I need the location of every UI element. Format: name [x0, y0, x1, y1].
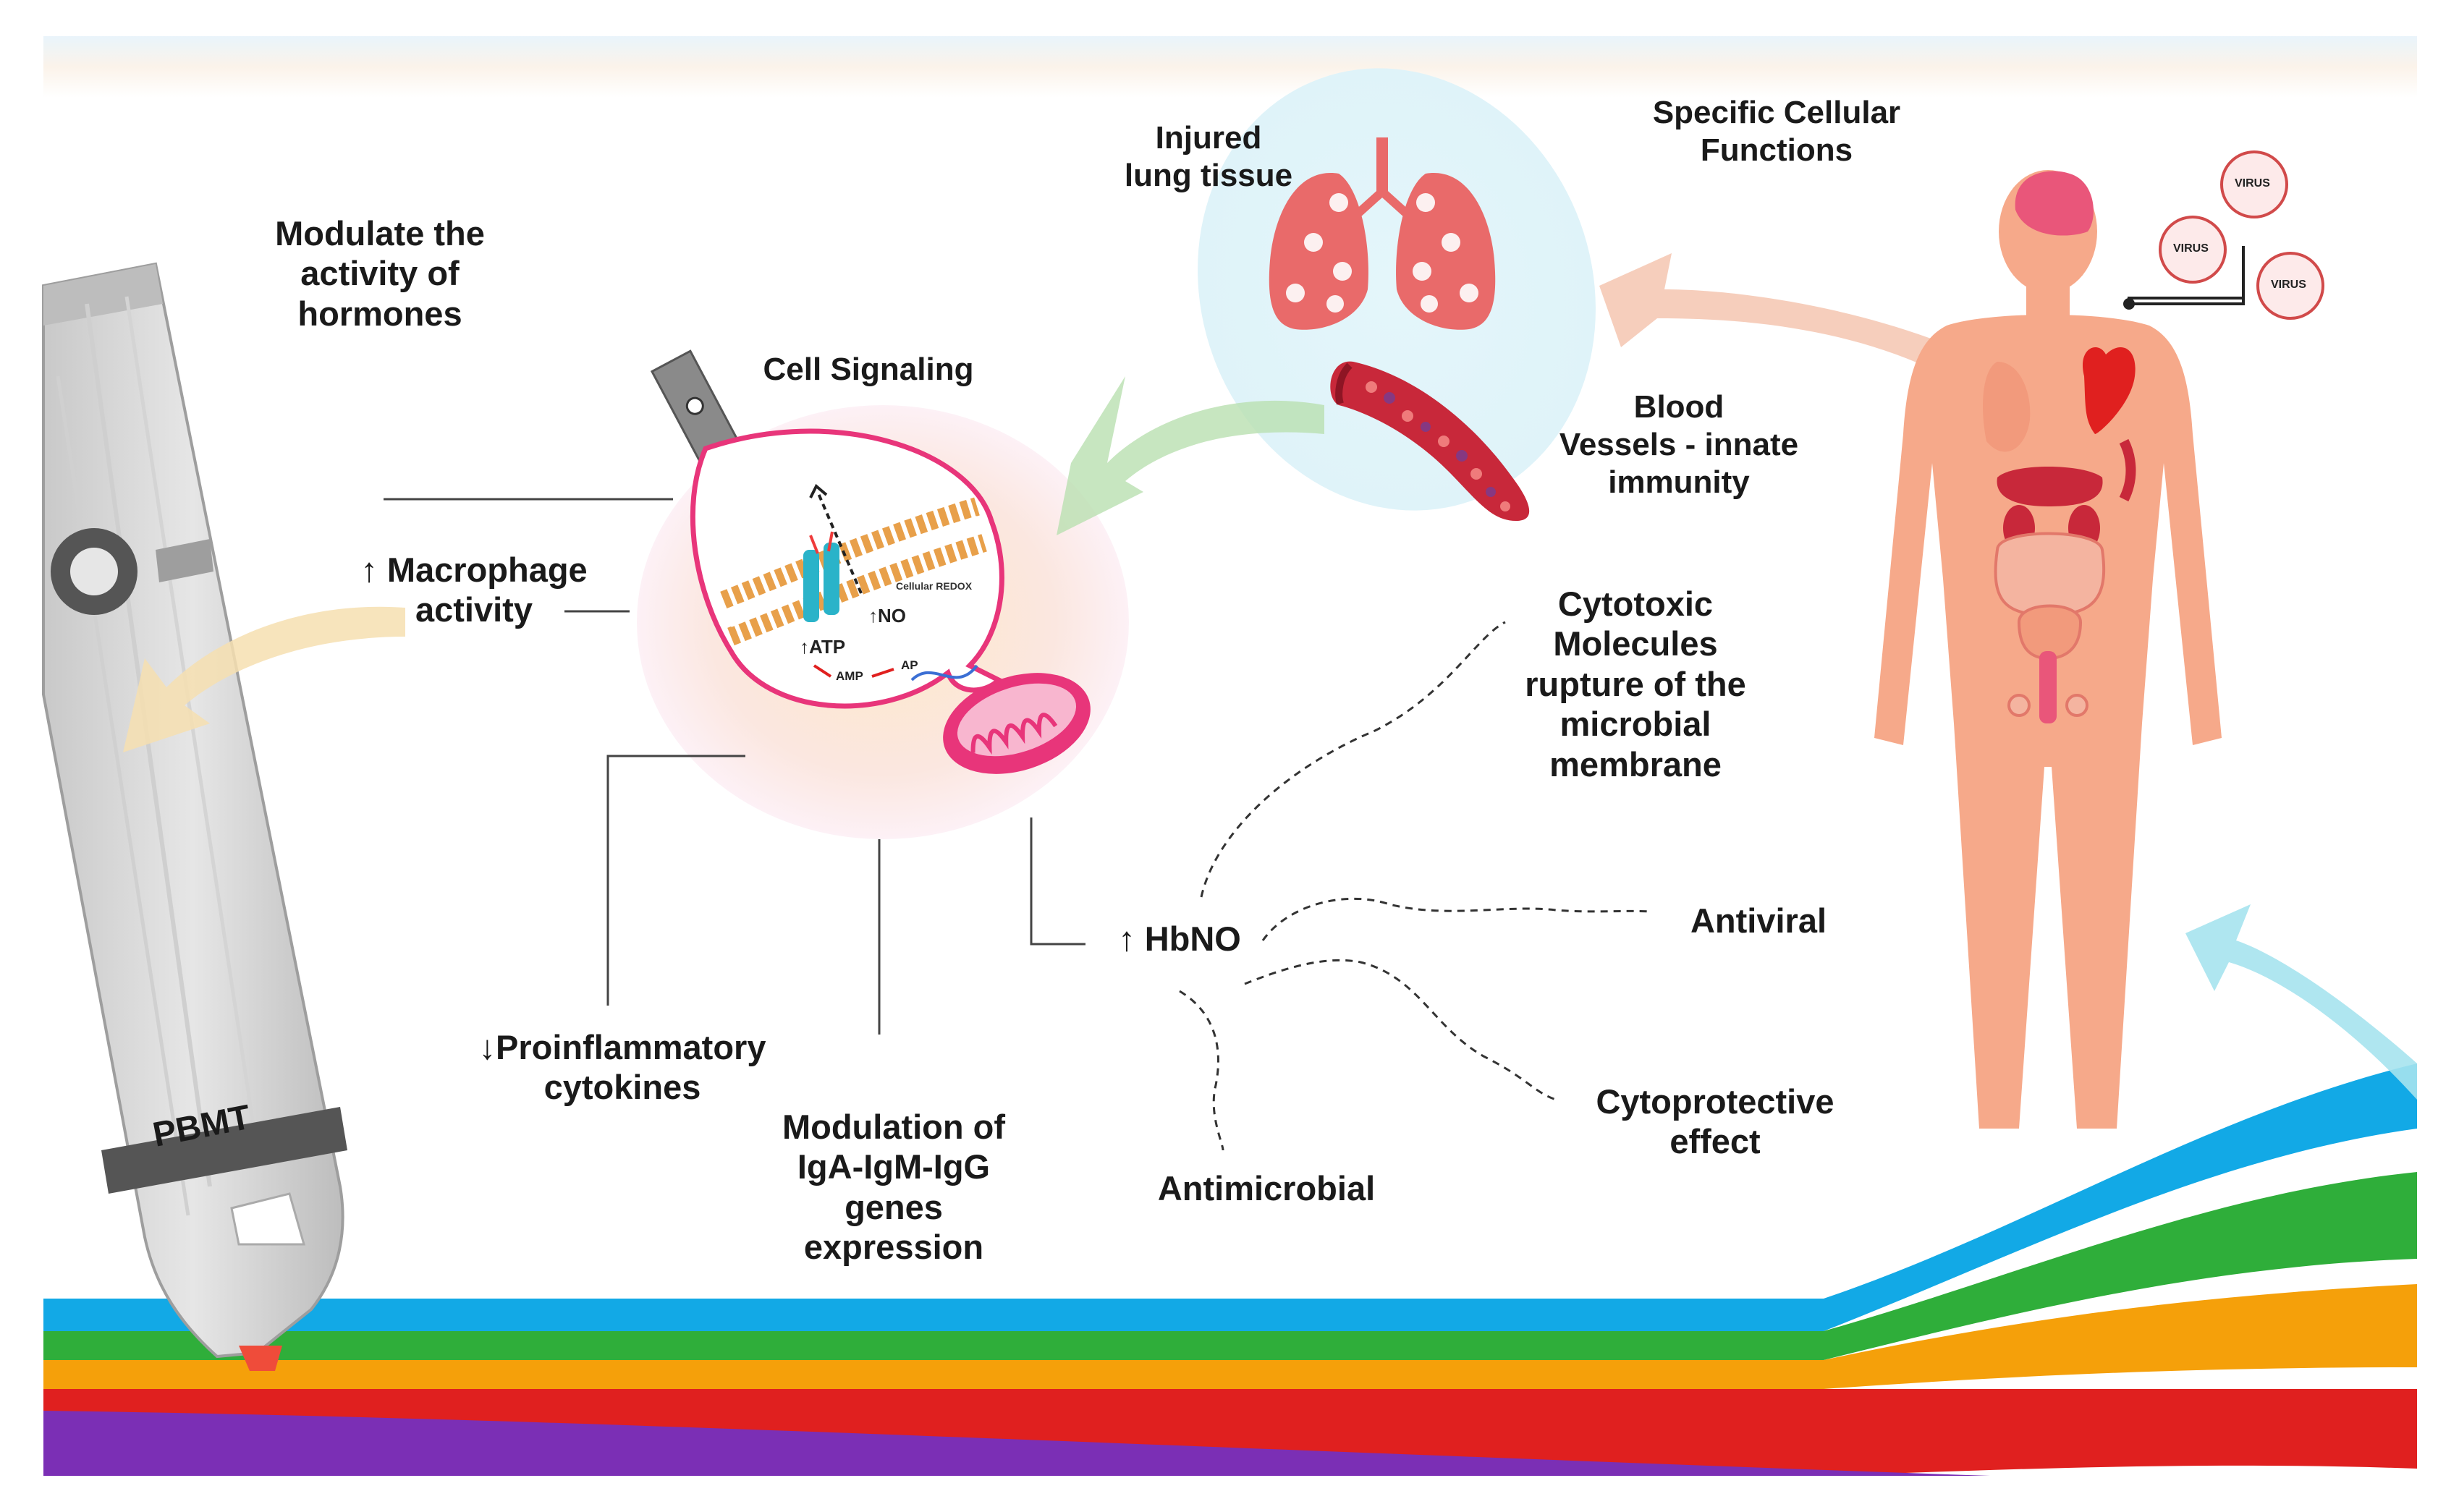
blood-vessels-label: Blood Vessels - innate immunity — [1559, 389, 1799, 500]
human-body-illustration — [1874, 170, 2222, 1129]
modulation-ig-label: Modulation of IgA-IgM-IgG genes expressi… — [782, 1108, 1006, 1267]
ion-channel — [803, 531, 839, 622]
dna-strand — [910, 664, 978, 681]
dashed-connectors — [1179, 621, 1651, 1151]
rainbow-light-bands — [43, 1063, 2417, 1476]
ap-label: AP — [901, 658, 918, 672]
virus-label-2: VIRUS — [2173, 242, 2209, 255]
mitochondrion — [943, 673, 1091, 774]
arrow-cyan — [2185, 904, 2417, 1100]
redox-label: Cellular REDOX — [896, 580, 973, 592]
modulate-hormones-label: Modulate the activity of hormones — [275, 214, 485, 333]
arrow-green — [1057, 376, 1324, 535]
specific-cellular-label: Specific Cellular Functions — [1652, 95, 1901, 168]
no-arrow — [816, 491, 863, 594]
proinflammatory-label: ↓Proinflammatory cytokines — [478, 1028, 766, 1107]
antimicrobial-label: Antimicrobial — [1157, 1169, 1376, 1207]
arrow-cream — [123, 606, 405, 752]
cytoprotective-label: Cytoprotective effect — [1596, 1082, 1834, 1161]
top-band — [43, 36, 2417, 98]
virus-cluster — [2123, 150, 2324, 320]
atp-label: ↑ATP — [800, 636, 845, 658]
amp-label: AMP — [836, 669, 863, 683]
antiviral-label: Antiviral — [1690, 901, 1827, 940]
hbno-label: ↑ HbNO — [1118, 919, 1241, 958]
cell-signaling-label: Cell Signaling — [763, 352, 974, 387]
virus-icon — [2159, 216, 2227, 284]
virus-label-1: VIRUS — [2235, 177, 2270, 190]
virus-icon — [2256, 252, 2324, 320]
arrow-peach — [1599, 253, 1954, 376]
membrane-bilayer — [720, 497, 987, 646]
macrophage-activity-label: ↑ Macrophage activity — [360, 551, 588, 629]
cytotoxic-label: Cytotoxic Molecules rupture of the micro… — [1525, 585, 1746, 783]
virus-label-3: VIRUS — [2271, 279, 2306, 291]
connector-lines — [384, 498, 1085, 1035]
cell-inset-bubble — [690, 428, 1004, 709]
pbmt-device — [42, 262, 347, 1371]
injured-lung-label: Injured lung tissue — [1124, 120, 1293, 193]
lungs-illustration — [1269, 137, 1496, 330]
blood-vessel-illustration — [1330, 361, 1530, 521]
virus-icon — [2220, 150, 2288, 218]
no-label: ↑NO — [868, 605, 906, 627]
